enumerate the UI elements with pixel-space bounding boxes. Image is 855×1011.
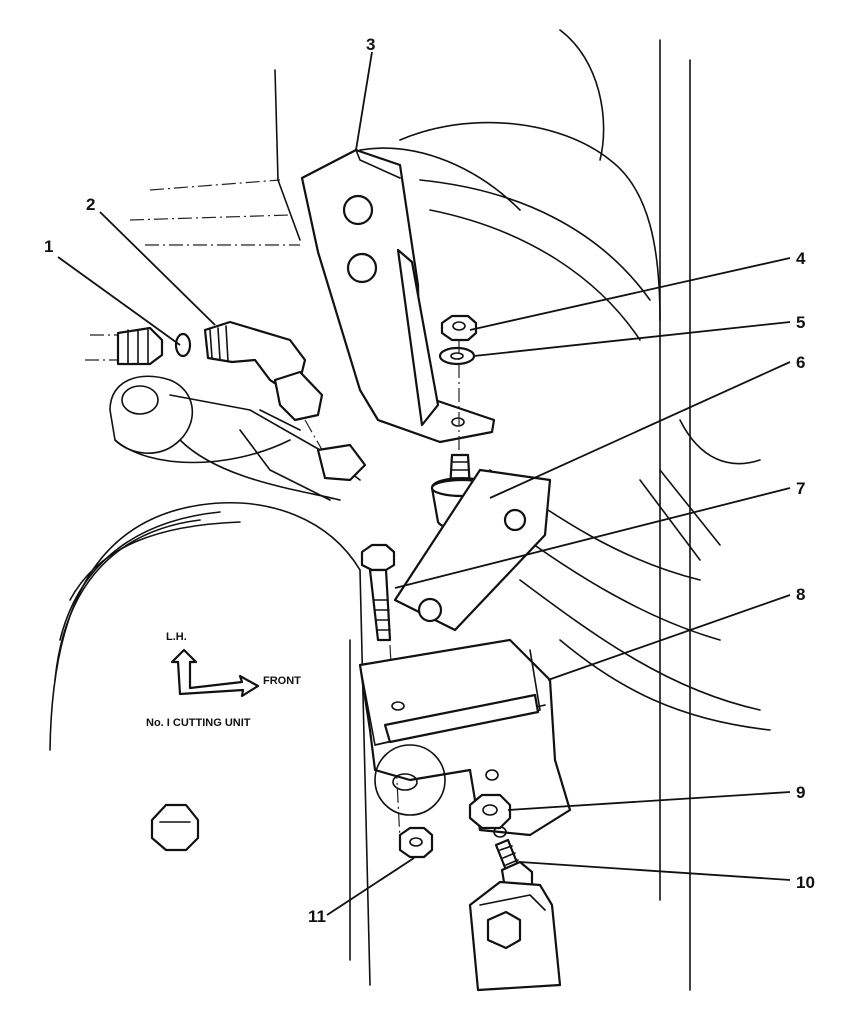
leader-lines xyxy=(57,51,791,916)
support-plate xyxy=(393,468,552,632)
callout-labels: 1 2 3 4 5 6 7 8 9 10 11 xyxy=(44,35,815,926)
nut-and-washer xyxy=(438,314,478,460)
front-label: FRONT xyxy=(263,675,301,687)
callout-8: 8 xyxy=(796,585,805,604)
hex-nut-11 xyxy=(398,826,434,859)
lh-label: L.H. xyxy=(166,631,187,643)
callout-1: 1 xyxy=(44,237,53,256)
cutting-unit-caption: No. I CUTTING UNIT xyxy=(146,717,251,729)
callout-7: 7 xyxy=(796,479,805,498)
callout-9: 9 xyxy=(796,783,805,802)
fitting-and-o-ring xyxy=(116,326,192,366)
callout-4: 4 xyxy=(796,249,806,268)
callout-3: 3 xyxy=(366,35,375,54)
u-channel-bracket xyxy=(358,638,572,838)
direction-indicator: L.H. FRONT No. I CUTTING UNIT xyxy=(146,631,301,729)
cutting-unit-drum xyxy=(49,502,371,986)
callout-10: 10 xyxy=(796,873,815,892)
hex-nut-9 xyxy=(468,793,512,830)
callout-2: 2 xyxy=(86,195,95,214)
callout-5: 5 xyxy=(796,313,805,332)
lower-mount xyxy=(468,880,562,992)
hex-plug xyxy=(150,803,200,852)
callout-11: 11 xyxy=(308,907,326,926)
elbow-fitting xyxy=(203,320,367,482)
lh-arrow-icon xyxy=(170,648,260,698)
callout-6: 6 xyxy=(796,353,805,372)
mounting-bracket xyxy=(300,148,496,444)
